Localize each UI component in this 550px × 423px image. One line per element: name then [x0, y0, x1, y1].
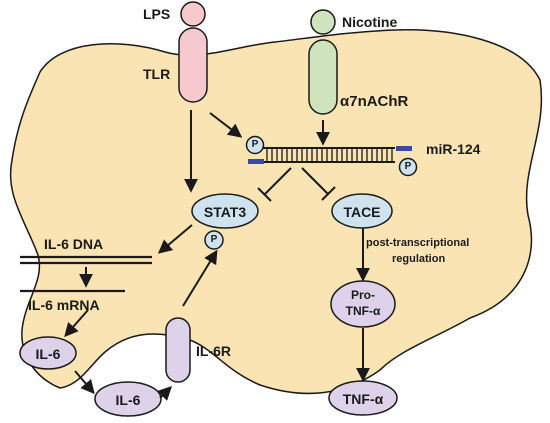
arrow-il6-secretion — [74, 370, 95, 395]
phospho-left-label: P — [251, 139, 259, 150]
il6-extracellular-label: IL-6 — [115, 392, 141, 408]
il6-intracellular-label: IL-6 — [35, 346, 61, 362]
mirna-label: miR-124 — [426, 141, 481, 157]
mirna-duplex — [248, 146, 412, 164]
nicotine-ligand — [310, 9, 336, 35]
arrow-il6r-to-stat3 — [182, 249, 218, 307]
phospho-stat3 — [204, 230, 224, 250]
arrow-stat3-to-dna — [157, 224, 193, 254]
inhibit-mirna-tace-bar — [321, 186, 336, 201]
tlr-receptor — [178, 27, 208, 103]
phospho-right — [398, 157, 418, 177]
arrow-il6-to-il6r — [157, 386, 172, 401]
inhibit-mirna-stat3-bar — [257, 187, 272, 202]
tnf-label: TNF-α — [342, 391, 384, 407]
pro-tnf-label-line1: Pro- — [351, 288, 375, 302]
inhibit-mirna-stat3 — [264, 167, 292, 195]
a7nachr-receptor — [308, 39, 338, 115]
phospho-left — [245, 135, 265, 155]
regulation-label: regulation — [392, 253, 446, 265]
pro-tnf-label-line2: TNF-α — [345, 304, 381, 318]
phospho-right-label: P — [404, 161, 412, 172]
receptor-label: α7nAChR — [340, 93, 409, 110]
tace-label: TACE — [343, 204, 381, 220]
stat3-label: STAT3 — [203, 204, 247, 220]
arrow-tlr-to-mirna — [209, 112, 243, 138]
il6-intracellular — [19, 336, 77, 370]
tlr-label: TLR — [143, 66, 171, 82]
nicotine-label: Nicotine — [342, 14, 398, 30]
cell-membrane — [9, 29, 543, 395]
post-transcriptional-label: post-transcriptional — [366, 237, 470, 249]
stat3-node — [191, 193, 259, 229]
il6r-label: IL-6R — [196, 343, 231, 359]
il6r-receptor — [165, 317, 191, 383]
inhibit-mirna-tace — [301, 167, 329, 195]
il6-dna-label: IL-6 DNA — [44, 236, 104, 252]
il6-mrna-label: IL-6 mRNA — [28, 297, 100, 313]
arrow-mrna-to-il6 — [64, 309, 89, 338]
phospho-stat3-label: P — [210, 234, 218, 245]
lps-label: LPS — [143, 6, 171, 22]
lps-ligand — [180, 1, 206, 27]
